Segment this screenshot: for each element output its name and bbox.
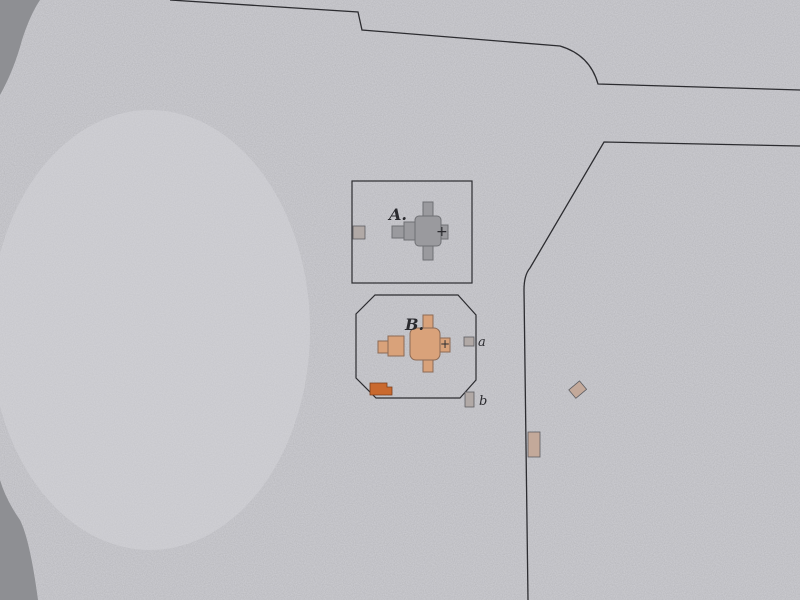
site-b-cross-mark: +	[440, 337, 450, 351]
boundary-right-parcel	[523, 141, 800, 600]
structure-near-boundary	[527, 431, 541, 458]
marker-b-label: b	[479, 394, 487, 409]
site-a-enclosure: + A.	[351, 180, 473, 284]
paper-highlight	[0, 110, 310, 550]
site-b-enclosure: + B. a b	[355, 294, 487, 409]
structure-rotated	[568, 380, 588, 399]
site-b-church	[377, 314, 451, 373]
site-a-boundary	[351, 180, 473, 284]
site-b-label: B.	[404, 315, 424, 334]
site-a-church	[391, 201, 449, 261]
site-b-outbuilding	[369, 382, 393, 396]
boundary-top	[169, 0, 800, 91]
marker-a-structure	[463, 336, 475, 347]
marker-b-structure	[464, 391, 475, 408]
site-a-annex	[352, 225, 366, 240]
site-a-cross-mark: +	[436, 224, 448, 240]
site-a-label: A.	[387, 205, 407, 224]
boundary-lines	[169, 0, 800, 600]
marker-a-label: a	[478, 335, 486, 350]
site-b-boundary	[355, 294, 477, 399]
